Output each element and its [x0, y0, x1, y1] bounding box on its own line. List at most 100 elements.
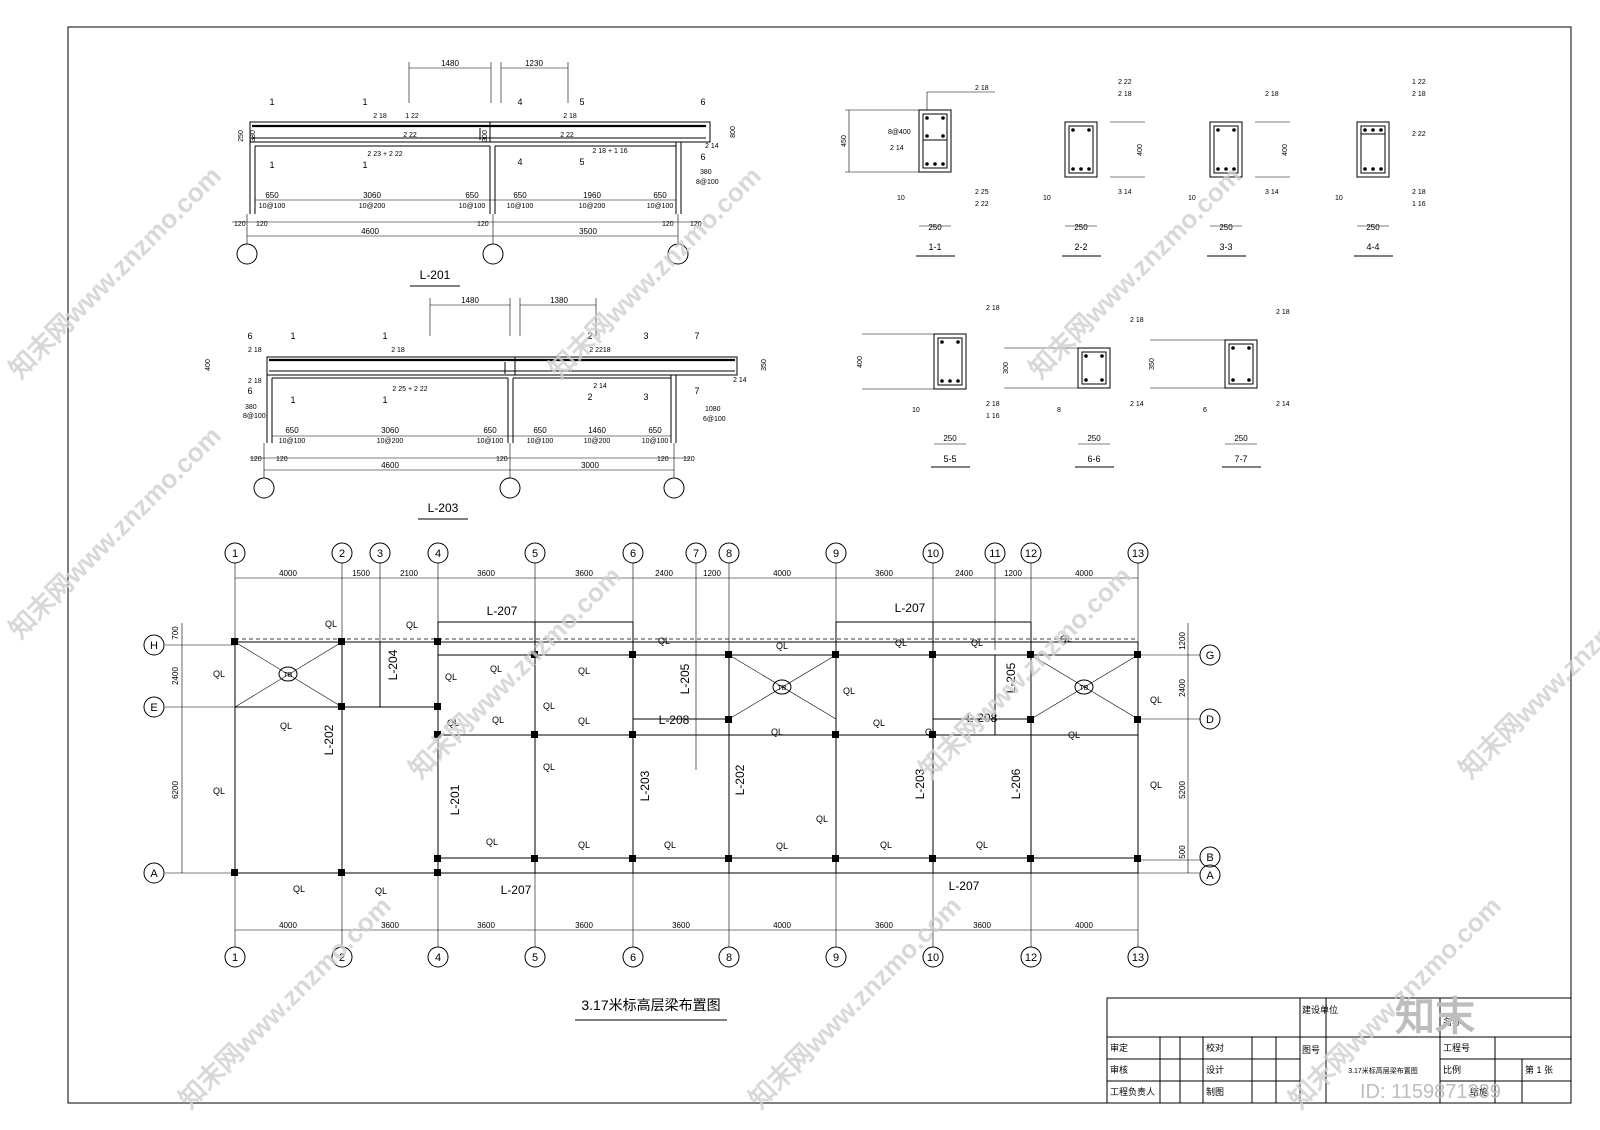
svg-text:6: 6 — [700, 152, 705, 162]
svg-text:3: 3 — [643, 392, 648, 402]
l201-zone: 650 — [465, 191, 479, 200]
plan-dim: 3600 — [575, 569, 593, 578]
beam-l203-elevation: 1480 1380 6 1 1 2 3 7 6 1 1 2 3 7 2 18 2… — [205, 296, 768, 520]
l203-edge: 120 — [276, 456, 288, 463]
l201-span: 3500 — [579, 227, 597, 236]
sec-4-note: 10 — [1335, 195, 1343, 202]
axis-bubble: 6 — [630, 548, 636, 560]
sec-1-note: 2 18 — [975, 85, 989, 92]
l203-section-mark: 2 — [587, 331, 592, 341]
ql-label: QL — [543, 762, 555, 772]
axis-bubble: 2 — [339, 548, 345, 560]
tb-col-label: 制图 — [1206, 1086, 1224, 1097]
axis-bubble: 5 — [532, 952, 538, 964]
plan-dim: 4000 — [773, 921, 791, 930]
l201-height: 800 — [730, 126, 737, 138]
l203-rebar-note: 2 14 — [593, 383, 607, 390]
plan-dim: 3600 — [875, 569, 893, 578]
plan-dim: 4000 — [1075, 569, 1093, 578]
ql-label: QL — [664, 840, 676, 850]
tb-drawing-label: 图号 — [1302, 1045, 1320, 1055]
l203-section-mark: 7 — [694, 331, 699, 341]
plan-dim: 3600 — [973, 921, 991, 930]
sec-5-note: 2 18 — [986, 401, 1000, 408]
beam-label: L-204 — [386, 649, 400, 680]
watermark-text: 知末网www.znzmo.com — [3, 160, 227, 384]
l201-rebar-note: 2 22 — [560, 132, 574, 139]
tb-row-label: 审定 — [1110, 1042, 1128, 1053]
beam-label: L-202 — [733, 764, 747, 795]
ql-label: QL — [445, 672, 457, 682]
ql-label: QL — [873, 718, 885, 728]
svg-text:7: 7 — [694, 386, 699, 396]
watermark-id: ID: 1159871339 — [1360, 1081, 1501, 1103]
axis-bubble: A — [1206, 870, 1214, 882]
l203-edge: 120 — [683, 456, 695, 463]
tb-project-no: 工程号 — [1443, 1043, 1470, 1053]
beam-layout-plan: TB TB TB 1 2 3 4 5 6 7 8 9 10 11 12 13 4… — [143, 542, 1221, 1021]
section-4-4: 1 22 2 18 2 22 2 18 1 16 10 250 4-4 — [1335, 79, 1426, 257]
l203-zone: 650 — [285, 426, 299, 435]
l201-height: 250 — [238, 130, 245, 142]
ql-label: QL — [375, 886, 387, 896]
plan-dim: 1200 — [1004, 569, 1022, 578]
ql-label: QL — [1150, 695, 1162, 705]
axis-bubble: H — [150, 640, 158, 652]
plan-right-dim: 5200 — [1178, 781, 1187, 799]
sec-6-note: 2 18 — [1130, 317, 1144, 324]
ql-label: QL — [1068, 730, 1080, 740]
svg-text:1: 1 — [362, 160, 367, 170]
ql-label: QL — [492, 715, 504, 725]
axis-bubble: 2 — [339, 952, 345, 964]
section-2-2: 400 2 22 2 18 3 14 10 250 2-2 — [1043, 79, 1145, 257]
l203-edge: 120 — [657, 456, 669, 463]
ql-label: QL — [771, 727, 783, 737]
axis-bubble: 9 — [833, 548, 839, 560]
sec-4-note: 2 18 — [1412, 91, 1426, 98]
sec-1-note: 8@400 — [888, 129, 911, 136]
beam-label: L-208 — [659, 713, 690, 727]
sec-1-label: 1-1 — [928, 242, 941, 252]
l203-section-mark: 1 — [382, 331, 387, 341]
l201-zone: 650 — [513, 191, 527, 200]
sec-3-width: 250 — [1219, 223, 1233, 232]
tb-row-label: 审核 — [1110, 1064, 1128, 1075]
l201-rebar-note: 2 18 — [563, 113, 577, 120]
plan-bottom-axes: 1 2 4 5 6 8 9 10 12 13 — [224, 946, 1149, 968]
sheet-border — [67, 26, 1572, 1104]
axis-bubble: 12 — [1025, 952, 1037, 964]
axis-bubble: A — [150, 868, 158, 880]
sec-3-note: 10 — [1188, 195, 1196, 202]
ql-label: QL — [406, 620, 418, 630]
l201-title: L-201 — [420, 268, 451, 282]
plan-left-dim: 6200 — [171, 781, 180, 799]
l203-stirrup: 10@100 — [279, 438, 306, 445]
plan-dim: 2100 — [400, 569, 418, 578]
sec-5-label: 5-5 — [943, 454, 956, 464]
l201-zone: 3060 — [363, 191, 381, 200]
plan-right-dim: 1200 — [1178, 632, 1187, 650]
axis-bubble: 10 — [927, 548, 939, 560]
axis-bubble: 9 — [833, 952, 839, 964]
svg-text:2: 2 — [587, 392, 592, 402]
l203-title: L-203 — [428, 501, 459, 515]
l201-rebar-note: 2 18 + 1 16 — [592, 148, 627, 155]
sec-2-label: 2-2 — [1074, 242, 1087, 252]
sec-1-height: 450 — [841, 135, 848, 147]
sec-7-note: 2 14 — [1276, 401, 1290, 408]
ql-label: QL — [486, 837, 498, 847]
beam-label: L-205 — [1004, 662, 1018, 693]
svg-text:知末网www.znzmo.com: 知末网www.znzmo.com — [403, 560, 627, 784]
sec-5-note: 10 — [912, 407, 920, 414]
ql-label: QL — [213, 669, 225, 679]
plan-dim: 4000 — [279, 569, 297, 578]
plan-ql-labels: QL QL QL QL QL QL QL QL QL QL QL QL QL Q… — [213, 619, 1162, 896]
watermark: 知末网www.znzmo.com 知末网www.znzmo.com 知末网www… — [3, 160, 1600, 1114]
l203-zone: 650 — [648, 426, 662, 435]
ql-label: QL — [325, 619, 337, 629]
plan-dim: 3600 — [672, 921, 690, 930]
ql-label: QL — [843, 686, 855, 696]
sec-6-note: 2 14 — [1130, 401, 1144, 408]
ql-label: QL — [776, 641, 788, 651]
l203-stirrup: 10@100 — [642, 438, 669, 445]
